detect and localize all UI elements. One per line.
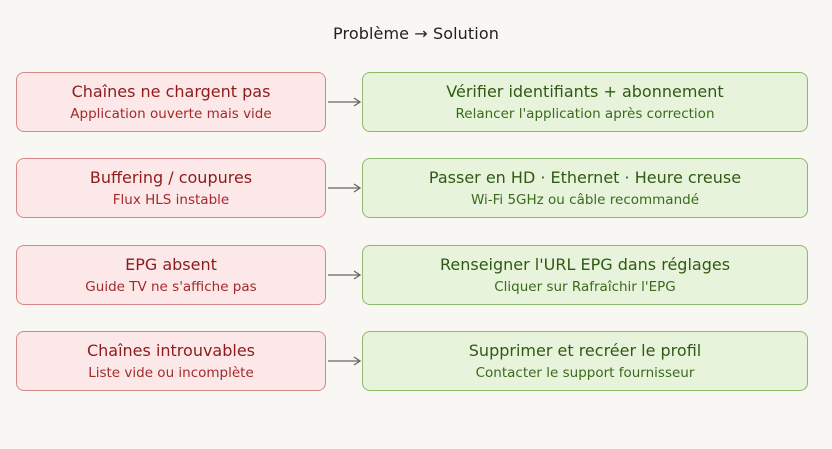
solution-detail: Contacter le support fournisseur — [475, 364, 695, 381]
solution-box: Supprimer et recréer le profil Contacter… — [362, 331, 808, 391]
arrow-right-icon — [328, 356, 362, 366]
problem-detail: Flux HLS instable — [112, 191, 230, 208]
arrow-right-icon — [328, 97, 362, 107]
problem-title: Chaînes introuvables — [86, 340, 256, 360]
solution-title: Passer en HD · Ethernet · Heure creuse — [428, 167, 742, 187]
problem-title: Buffering / coupures — [89, 167, 253, 187]
row-4: Chaînes introuvables Liste vide ou incom… — [0, 331, 832, 393]
problem-box: EPG absent Guide TV ne s'affiche pas — [16, 245, 326, 305]
solution-title: Renseigner l'URL EPG dans réglages — [439, 254, 731, 274]
problem-box: Chaînes ne chargent pas Application ouve… — [16, 72, 326, 132]
solution-detail: Relancer l'application après correction — [455, 105, 715, 122]
problem-detail: Liste vide ou incomplète — [88, 364, 254, 381]
solution-detail: Wi-Fi 5GHz ou câble recommandé — [470, 191, 700, 208]
solution-detail: Cliquer sur Rafraîchir l'EPG — [494, 278, 676, 295]
solution-box: Passer en HD · Ethernet · Heure creuse W… — [362, 158, 808, 218]
solution-title: Vérifier identifiants + abonnement — [446, 81, 724, 101]
solution-title: Supprimer et recréer le profil — [468, 340, 702, 360]
arrow-right-icon — [328, 270, 362, 280]
row-2: Buffering / coupures Flux HLS instable P… — [0, 158, 832, 220]
arrow-right-icon — [328, 183, 362, 193]
solution-box: Vérifier identifiants + abonnement Relan… — [362, 72, 808, 132]
row-3: EPG absent Guide TV ne s'affiche pas Ren… — [0, 245, 832, 307]
solution-box: Renseigner l'URL EPG dans réglages Cliqu… — [362, 245, 808, 305]
problem-detail: Guide TV ne s'affiche pas — [85, 278, 257, 295]
row-1: Chaînes ne chargent pas Application ouve… — [0, 72, 832, 134]
problem-title: Chaînes ne chargent pas — [71, 81, 271, 101]
problem-detail: Application ouverte mais vide — [70, 105, 272, 122]
problem-box: Buffering / coupures Flux HLS instable — [16, 158, 326, 218]
problem-box: Chaînes introuvables Liste vide ou incom… — [16, 331, 326, 391]
diagram-title: Problème → Solution — [333, 24, 499, 43]
problem-title: EPG absent — [125, 254, 217, 274]
